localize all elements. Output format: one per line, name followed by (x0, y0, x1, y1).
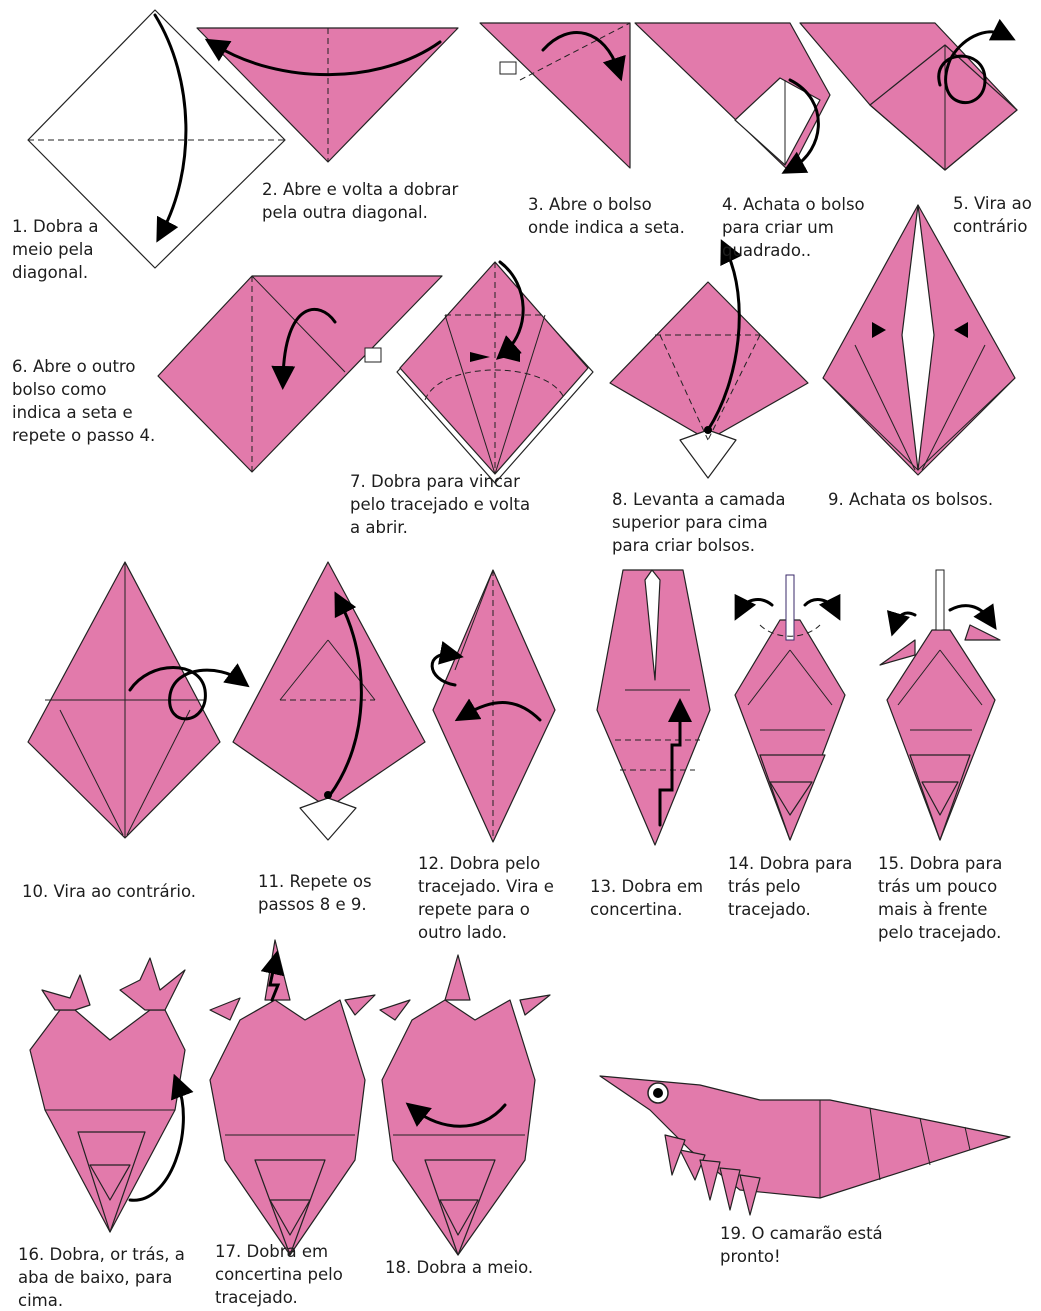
step-10-figure (28, 562, 240, 838)
step-5-figure (800, 23, 1017, 170)
step-16-figure (30, 958, 185, 1232)
step-13-caption: 13. Dobra em concertina. (590, 875, 703, 921)
step-8-caption: 8. Levanta a camada superior para cima p… (612, 488, 786, 557)
step-7-figure (397, 262, 593, 483)
step-3-caption: 3. Abre o bolso onde indica a seta. (528, 193, 685, 239)
step-2-caption: 2. Abre e volta a dobrar pela outra diag… (262, 178, 458, 224)
step-12-caption: 12. Dobra pelo tracejado. Vira e repete … (418, 852, 554, 944)
step-11-figure (233, 562, 425, 840)
step-15-figure (880, 570, 1000, 840)
step-17-figure (210, 940, 375, 1255)
step-7-caption: 7. Dobra para vincar pelo tracejado e vo… (350, 470, 530, 539)
step-6-caption: 6. Abre o outro bolso como indica a seta… (12, 355, 155, 447)
step-4-figure (635, 23, 830, 172)
step-4-caption: 4. Achata o bolso para criar um quadrado… (722, 193, 865, 262)
step-13-figure (597, 570, 710, 845)
step-12-figure (432, 570, 555, 842)
step-19-caption: 19. O camarão está pronto! (720, 1222, 883, 1268)
step-18-caption: 18. Dobra a meio. (385, 1256, 533, 1279)
step-8-figure (610, 250, 808, 478)
step-11-caption: 11. Repete os passos 8 e 9. (258, 870, 372, 916)
step-3-figure (480, 23, 630, 168)
step-9-caption: 9. Achata os bolsos. (828, 488, 993, 511)
step-19-figure (600, 1076, 1010, 1215)
step-18-figure (380, 955, 550, 1255)
step-14-figure (735, 575, 845, 840)
step-10-caption: 10. Vira ao contrário. (22, 880, 196, 903)
step-15-caption: 15. Dobra para trás um pouco mais à fren… (878, 852, 1002, 944)
step-5-caption: 5. Vira ao contrário (953, 192, 1032, 238)
step-16-caption: 16. Dobra, or trás, a aba de baixo, para… (18, 1243, 185, 1311)
step-14-caption: 14. Dobra para trás pelo tracejado. (728, 852, 852, 921)
step-17-caption: 17. Dobra em concertina pelo tracejado. (215, 1240, 343, 1309)
step-1-caption: 1. Dobra a meio pela diagonal. (12, 215, 99, 284)
